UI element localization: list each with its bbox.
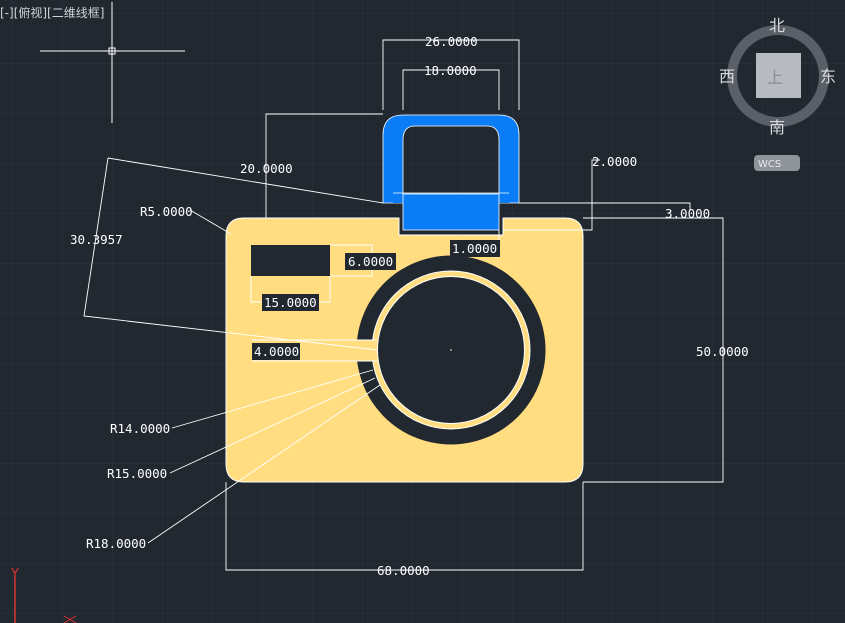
dim-18: 18.0000 [424,63,477,78]
dim-3: 3.0000 [665,206,710,221]
lens-bridge [300,340,390,361]
dim-r14: R14.0000 [110,421,170,436]
dim-4: 4.0000 [254,344,299,359]
compass-south[interactable]: 南 [769,118,785,137]
dimension-labels: 26.0000 18.0000 20.0000 2.0000 3.0000 1.… [70,34,749,578]
crosshair-cursor [40,2,185,123]
dim-1: 1.0000 [452,241,497,256]
compass-ring[interactable] [727,25,829,127]
viewport-controls-label[interactable]: [-][俯视][二维线框] [0,6,105,20]
dim-r18: R18.0000 [86,536,146,551]
viewcube[interactable]: 上 北 南 东 西 WCS [719,16,836,171]
compass-north[interactable]: 北 [769,16,785,35]
viewfinder-slot [251,245,330,276]
dim-30: 30.3957 [70,232,123,247]
camera-strap [382,114,520,231]
viewcube-face-top[interactable] [756,53,801,98]
dim-2: 2.0000 [592,154,637,169]
wcs-button[interactable] [754,155,800,171]
dim-15: 15.0000 [264,295,317,310]
wcs-button-label: WCS [758,159,781,170]
dim-r5: R5.0000 [140,204,193,219]
compass-west[interactable]: 西 [719,67,735,86]
dim-26: 26.0000 [425,34,478,49]
viewcube-face-label: 上 [767,68,783,87]
compass-east[interactable]: 东 [820,67,836,86]
dim-50: 50.0000 [696,344,749,359]
camera-body [225,217,584,483]
dim-6: 6.0000 [348,254,393,269]
dim-r15: R15.0000 [107,466,167,481]
ucs-icon: Y [10,567,77,623]
dimension-lines [83,39,724,571]
dim-20: 20.0000 [240,161,293,176]
ucs-y-label: Y [10,567,19,582]
dim-68: 68.0000 [377,563,430,578]
